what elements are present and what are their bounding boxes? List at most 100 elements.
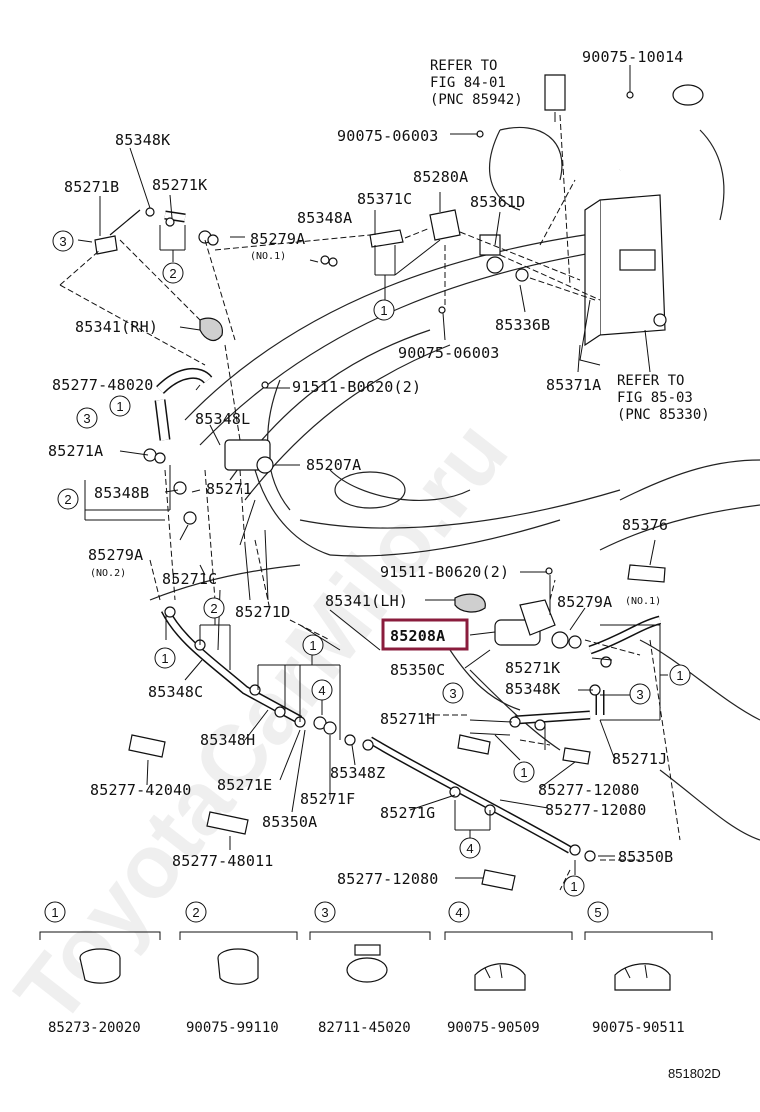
diagram-shape xyxy=(79,957,121,984)
part-label: 91511-B0620(2) xyxy=(380,563,509,581)
diagram-circle xyxy=(261,381,269,389)
diagram-shape xyxy=(179,931,298,940)
diagram-shape xyxy=(162,608,302,723)
diagram-shape xyxy=(267,379,291,511)
diagram-shape xyxy=(239,469,246,546)
part-label: 85371A xyxy=(546,376,601,394)
diagram-circle xyxy=(44,901,66,923)
diagram-shape xyxy=(469,631,496,636)
part-label: 85271F xyxy=(300,790,355,808)
diagram-shape xyxy=(179,326,201,331)
diagram-shape xyxy=(184,229,621,421)
diagram-text: 85273-20020 xyxy=(48,1020,141,1036)
diagram-text: 5 xyxy=(594,905,601,920)
part-label: 85279A xyxy=(557,593,612,611)
part-label: 85350B xyxy=(618,848,673,866)
diagram-shape xyxy=(494,734,521,761)
part-label: 85348H xyxy=(200,731,255,749)
part-label: 85277-48011 xyxy=(172,852,274,870)
diagram-shape xyxy=(59,249,101,286)
diagram-text: 90075-90511 xyxy=(592,1020,685,1036)
part-label: 91511-B0620(2) xyxy=(292,378,421,396)
diagram-shape xyxy=(627,564,666,583)
callout-circles: 3 2 1 3 1 2 2 1 1 4 3 3 1 1 4 1 xyxy=(52,230,691,897)
part-label: 85348K xyxy=(115,131,170,149)
diagram-shape xyxy=(244,709,269,741)
diagram-circle xyxy=(323,721,337,735)
highlighted-part-box xyxy=(381,618,469,651)
part-label: 85271K xyxy=(505,659,560,677)
part-label: 85277-12080 xyxy=(538,781,640,799)
diagram-shape xyxy=(244,344,451,501)
diagram-shape xyxy=(239,499,256,546)
diagram-shape xyxy=(149,564,301,601)
diagram-circle xyxy=(76,407,98,429)
diagram-circle xyxy=(154,647,176,669)
diagram-text: 2 xyxy=(64,492,71,507)
diagram-shape xyxy=(617,97,683,173)
diagram-shape xyxy=(309,259,319,263)
diagram-text: 3 xyxy=(321,905,328,920)
part-label: 85271G xyxy=(380,804,435,822)
diagram-circle xyxy=(207,234,219,246)
diagram-text: 3 xyxy=(449,686,456,701)
diagram-shape xyxy=(699,129,725,221)
phantom-lines xyxy=(59,114,681,891)
reference-note-2: REFER TO xyxy=(617,373,684,389)
diagram-shape xyxy=(549,579,556,601)
diagram-shape xyxy=(494,211,501,246)
diagram-shape xyxy=(529,277,596,301)
diagram-shape xyxy=(264,529,269,601)
diagram-shape xyxy=(77,239,93,243)
diagram-shape xyxy=(164,212,186,221)
part-label: 90075-06003 xyxy=(337,127,439,145)
diagram-shape xyxy=(484,964,503,979)
diagram-shape xyxy=(164,469,176,601)
diagram-shape xyxy=(204,469,216,601)
diagram-shape xyxy=(191,489,201,493)
diagram-shape xyxy=(591,657,613,661)
part-label: 85348B xyxy=(94,484,149,502)
diagram-shape xyxy=(499,254,601,301)
diagram-shape xyxy=(584,199,601,347)
part-label: 85271E xyxy=(217,776,272,794)
diagram-shape xyxy=(464,649,491,669)
diagram-circle xyxy=(256,456,274,474)
diagram-shape xyxy=(128,734,166,758)
diagram-text: 1 xyxy=(520,765,527,780)
diagram-circle xyxy=(203,597,225,619)
diagram-shape xyxy=(334,471,406,509)
part-label: 85271 xyxy=(206,480,252,498)
part-label: 85371C xyxy=(357,190,412,208)
diagram-circle xyxy=(344,734,356,746)
diagram-circle xyxy=(459,837,481,859)
part-label: 85348A xyxy=(297,209,352,227)
diagram-shape xyxy=(619,249,656,271)
diagram-text: FIG 84-01 xyxy=(430,75,506,91)
washer-tank xyxy=(579,84,704,366)
diagram-shape xyxy=(539,761,576,789)
diagram-shape xyxy=(354,944,381,956)
part-label: 85350A xyxy=(262,813,317,831)
diagram-shape xyxy=(309,931,431,940)
diagram-circle xyxy=(486,256,504,274)
diagram-circle xyxy=(185,901,207,923)
diagram-text: 1 xyxy=(676,668,683,683)
diagram-shape xyxy=(514,712,591,723)
diagram-shape xyxy=(539,179,576,246)
diagram-circle xyxy=(653,313,667,327)
diagram-shape xyxy=(457,734,491,755)
diagram-circle xyxy=(563,875,585,897)
diagram-circle xyxy=(302,634,324,656)
diagram-shape xyxy=(206,811,249,835)
diagram-text: 1 xyxy=(116,399,123,414)
part-label: 85348C xyxy=(148,683,203,701)
diagram-shape xyxy=(209,424,221,446)
diagram-circle xyxy=(449,786,461,798)
legend-item-3: 3 82711-45020 xyxy=(309,901,431,1036)
diagram-shape xyxy=(244,544,251,601)
part-label: 85271B xyxy=(64,178,119,196)
diagram-text: 1 xyxy=(380,303,387,318)
diagram-circle xyxy=(52,230,74,252)
